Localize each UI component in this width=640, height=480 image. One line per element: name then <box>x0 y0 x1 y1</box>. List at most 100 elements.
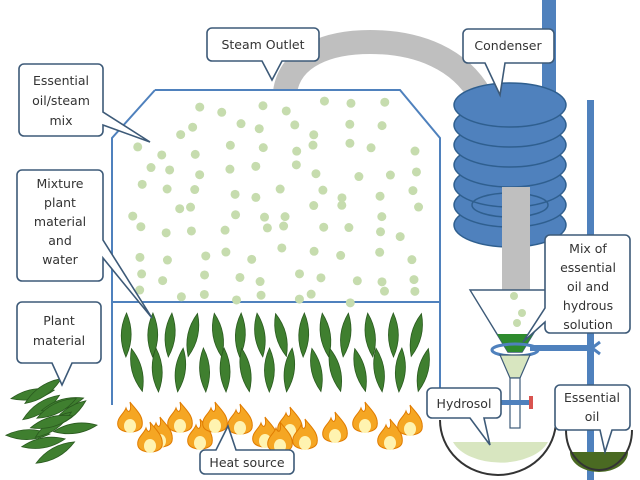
vapor-dot <box>146 163 156 173</box>
leaf <box>219 347 231 393</box>
vapor-dot <box>379 286 389 296</box>
leaf <box>310 347 323 393</box>
vapor-dot <box>411 167 421 177</box>
callout-steam-outlet <box>206 27 320 82</box>
vapor-dot <box>309 246 319 256</box>
leaf <box>235 312 246 358</box>
vapor-dot <box>236 119 246 129</box>
vapor-dot <box>128 211 138 221</box>
leaf <box>328 347 343 393</box>
callout-condenser <box>462 28 555 98</box>
flame-icon <box>117 401 143 433</box>
vapor-dot <box>225 164 235 174</box>
vapor-dot <box>410 286 420 296</box>
label-condenser: Condenser <box>474 38 542 53</box>
vapor-dot <box>221 247 231 257</box>
vapor-dot <box>225 140 235 150</box>
coil-turn <box>453 82 567 128</box>
vapor-dot <box>176 292 186 302</box>
vapor-dot <box>316 273 326 283</box>
flame-icon <box>377 418 403 450</box>
vapor-dot <box>251 161 261 171</box>
leaf <box>364 312 376 358</box>
leaf <box>388 312 399 358</box>
leaf <box>52 422 98 435</box>
vapor-dot <box>345 298 355 308</box>
vapor-dot <box>375 247 385 257</box>
stopcock-handle <box>529 396 533 409</box>
vapor-dots <box>128 96 424 308</box>
vapor-dot <box>220 225 230 235</box>
vapor-dot <box>217 107 227 117</box>
vapor-dot <box>376 227 386 237</box>
vapor-dot <box>354 172 364 182</box>
flame-icon <box>227 403 253 435</box>
label-hydrosol: Hydrosol <box>437 396 492 411</box>
vapor-dot <box>135 285 145 295</box>
vapor-dot <box>414 202 424 212</box>
callout-mixture <box>16 169 153 319</box>
vapor-dot <box>311 169 321 179</box>
leaf <box>24 378 63 405</box>
vapor-dot <box>352 276 362 286</box>
vapor-dot <box>294 269 304 279</box>
vapor-dot <box>230 189 240 199</box>
vapor-dot <box>319 96 329 106</box>
leaf <box>319 312 332 358</box>
flame-icon <box>322 411 348 443</box>
vapor-dot <box>135 252 145 262</box>
vapor-dot <box>275 184 285 194</box>
flame-icon <box>137 421 163 453</box>
vapor-dot <box>336 250 346 260</box>
vapor-dot <box>292 146 302 156</box>
leaf <box>186 312 200 358</box>
leaf <box>416 347 430 393</box>
flame-icon <box>397 404 423 436</box>
vapor-dot <box>318 185 328 195</box>
callout-plant-material <box>16 301 102 387</box>
callout-essential-oil <box>554 384 631 456</box>
leaf <box>239 347 252 393</box>
vapor-dot <box>377 277 387 287</box>
vapor-dot <box>199 289 209 299</box>
label-steam-outlet: Steam Outlet <box>221 37 304 52</box>
vapor-dot <box>162 184 172 194</box>
vapor-dot <box>309 130 319 140</box>
vapor-dot <box>200 270 210 280</box>
vapor-dot <box>410 146 420 156</box>
lower-funnel <box>499 354 531 379</box>
stopcock <box>498 400 532 405</box>
vapor-dot <box>319 222 329 232</box>
leaf <box>147 312 159 358</box>
leaf <box>274 312 288 358</box>
leaf <box>353 347 367 393</box>
condensate-pipe <box>502 187 530 292</box>
vapor-dot <box>281 106 291 116</box>
vapor-dot <box>258 143 268 153</box>
flame-icon <box>292 418 318 450</box>
vapor-dot <box>345 119 355 129</box>
vapor-dot <box>366 143 376 153</box>
hydrosol-liquid <box>453 442 548 463</box>
vapor-dot <box>190 149 200 159</box>
leaf <box>298 312 310 358</box>
leaf <box>373 347 385 393</box>
vapor-dot <box>294 294 304 304</box>
vapor-dot <box>337 193 347 203</box>
leaf <box>20 436 67 449</box>
vapor-dot <box>133 142 143 152</box>
stand-arm <box>530 345 592 351</box>
vapor-dot <box>308 140 318 150</box>
vapor-dot <box>408 186 418 196</box>
leaf <box>264 347 275 393</box>
vapor-dot <box>251 192 261 202</box>
vapor-dot <box>190 185 200 195</box>
vapor-dot <box>409 275 419 285</box>
leaf <box>29 414 74 429</box>
vapor-dot <box>195 102 205 112</box>
vapor-dot <box>277 243 287 253</box>
vapor-dot <box>165 165 175 175</box>
